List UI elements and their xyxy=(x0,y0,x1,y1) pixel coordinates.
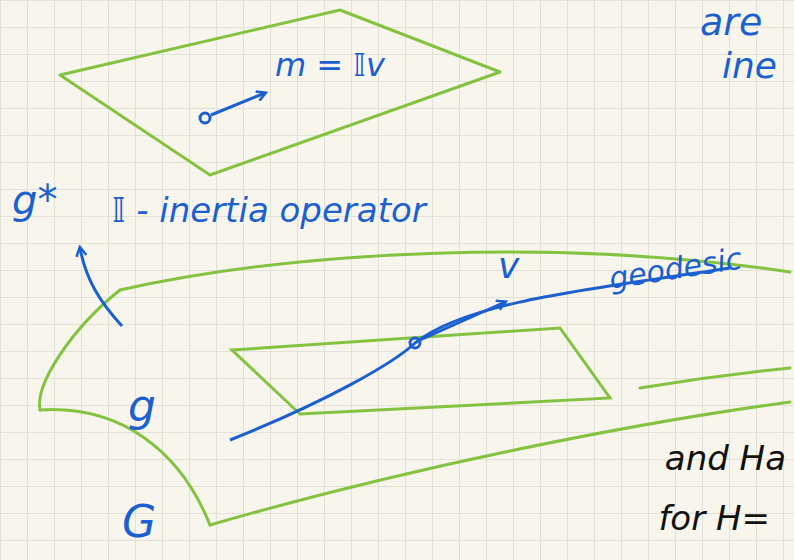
plane-shape: m = 𝕀v xyxy=(55,8,505,180)
note-text: and Ha xyxy=(665,440,786,477)
note-text: ine xyxy=(722,46,777,86)
geodesic-curve xyxy=(230,268,730,440)
plane-outline xyxy=(55,8,505,180)
group-label: G xyxy=(122,498,156,546)
surface-edge xyxy=(640,368,790,388)
curve-label: geodesic xyxy=(607,241,744,295)
base-point xyxy=(410,338,420,348)
momentum-arrow xyxy=(211,93,265,115)
dual-algebra-label: g* xyxy=(12,178,57,222)
velocity-arrow xyxy=(420,302,505,340)
plane-edge xyxy=(60,10,500,175)
formula-text: m = 𝕀v xyxy=(275,48,385,83)
note-text: are xyxy=(700,2,762,44)
note-text: for H= xyxy=(658,500,770,537)
covector-origin xyxy=(200,113,210,123)
inertia-arrow xyxy=(80,248,122,326)
operator-label: 𝕀 - inertia operator xyxy=(112,192,426,229)
algebra-label: g xyxy=(128,382,156,430)
vector-label: v xyxy=(498,246,519,286)
